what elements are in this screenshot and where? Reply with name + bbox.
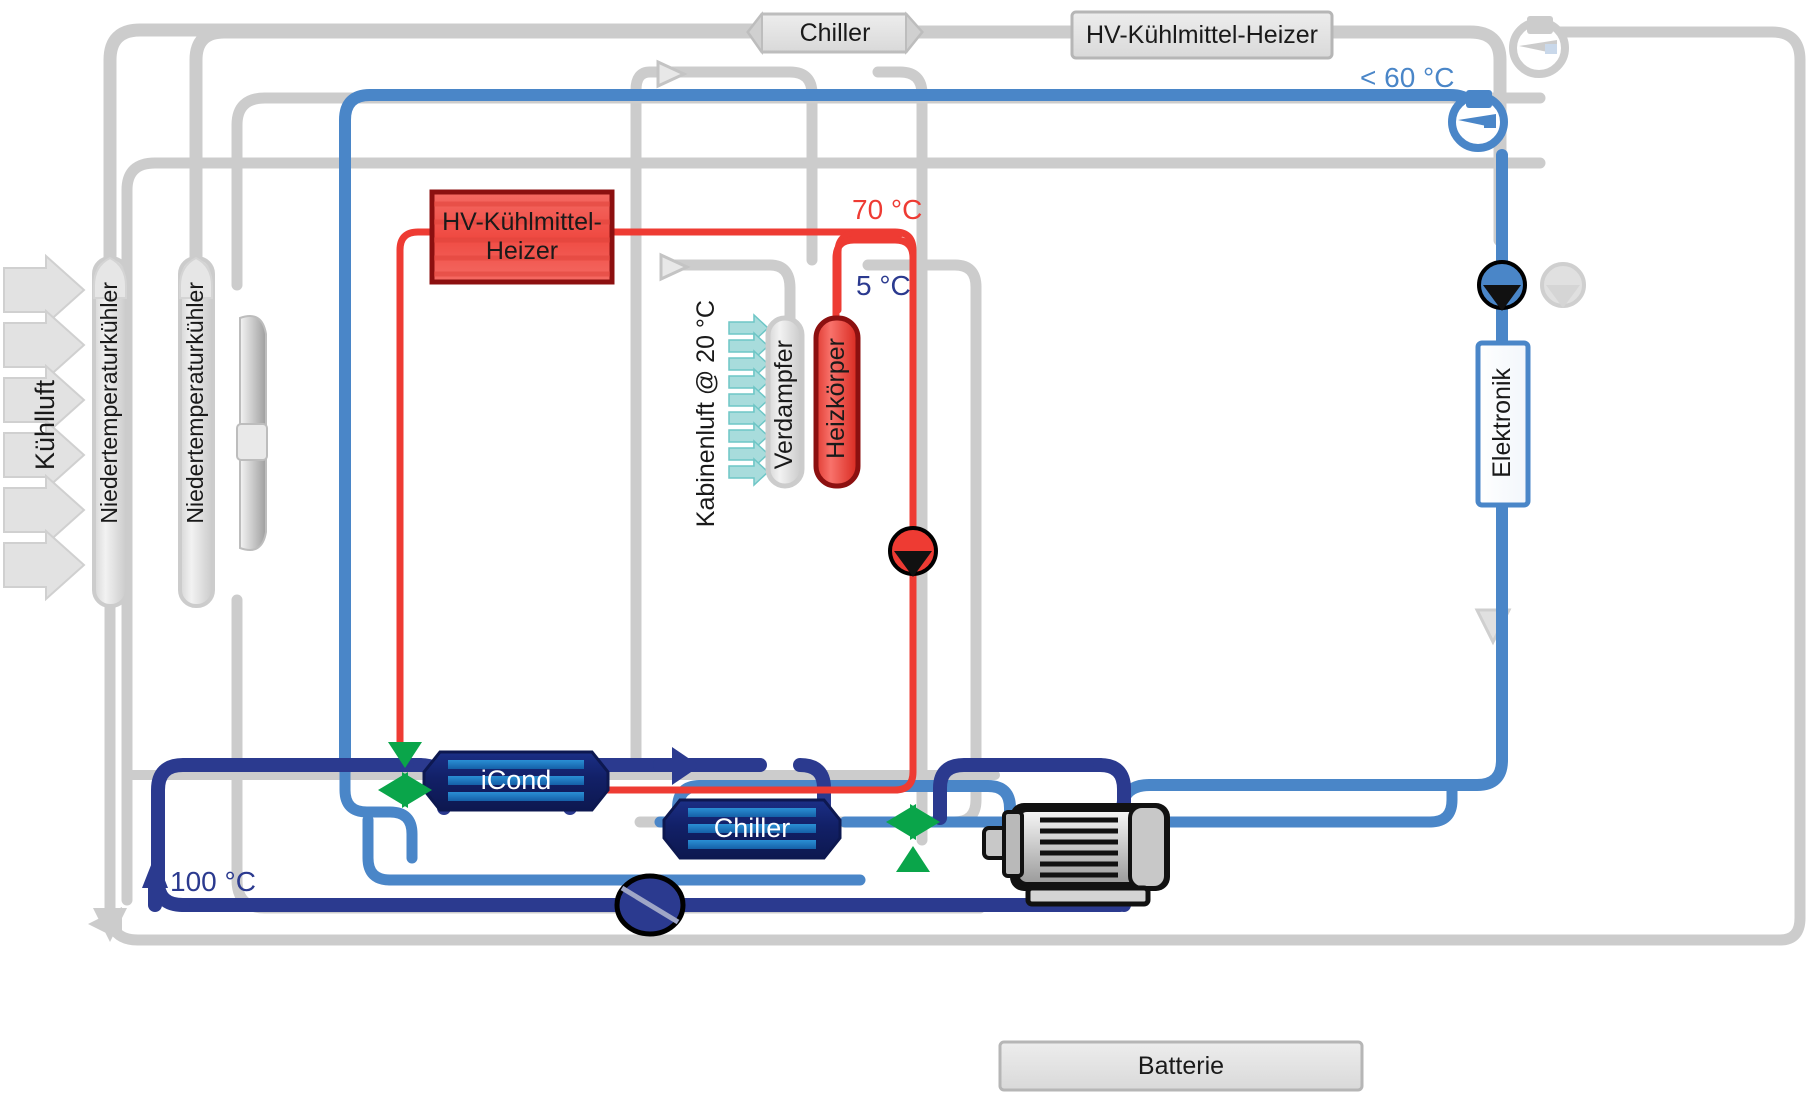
battery-component[interactable]: [998, 1040, 1364, 1092]
chiller-bottom-component[interactable]: [662, 798, 842, 860]
chiller-top-label: Chiller: [799, 18, 871, 47]
pump-grey-right[interactable]: [1540, 262, 1586, 308]
icond-label: iCond: [480, 765, 552, 796]
fan-icon: [236, 315, 268, 551]
hv-heater-center-label: HV-Kühlmittel- Heizer: [432, 192, 612, 282]
refrigerant-heater-core-loop: [832, 236, 917, 326]
icond-component[interactable]: [422, 750, 610, 812]
pump-blue-electronics[interactable]: [1477, 260, 1527, 311]
grey-flow-arrow-bottom-left: [88, 880, 127, 942]
battery-label: Batterie: [1137, 1051, 1225, 1080]
hv-heater-top-label: HV-Kühlmittel-Heizer: [1085, 20, 1318, 49]
circulation-pump-blue[interactable]: [1448, 90, 1508, 152]
chiller-top-component[interactable]: [746, 11, 924, 56]
hv-heater-center-line1: HV-Kühlmittel-: [442, 208, 602, 237]
expansion-valve-icond[interactable]: [378, 742, 432, 808]
refrigerant-circuit: [396, 228, 917, 794]
cabin-air-arrows: [728, 313, 770, 487]
expansion-valve-chiller[interactable]: [886, 804, 940, 872]
evaporator-component: [765, 315, 805, 489]
chiller-bottom-label: Chiller: [713, 813, 791, 844]
electric-motor-component[interactable]: [982, 803, 1170, 907]
pump-darkblue-bottom[interactable]: [614, 873, 686, 937]
hv-coolant-heater-center[interactable]: [429, 189, 615, 285]
hv-heater-center-line2: Heizer: [485, 237, 559, 265]
cooling-air-arrows: [3, 253, 86, 602]
circulation-pump-grey[interactable]: [1509, 16, 1569, 78]
pump-red[interactable]: [888, 526, 938, 577]
radiator-right: [178, 256, 215, 608]
heater-core-component: [813, 315, 861, 489]
hv-coolant-heater-top[interactable]: [1070, 10, 1334, 60]
electronics-component[interactable]: [1475, 340, 1531, 508]
grey-pipe-network: [103, 23, 1806, 946]
radiator-left: [92, 256, 129, 608]
